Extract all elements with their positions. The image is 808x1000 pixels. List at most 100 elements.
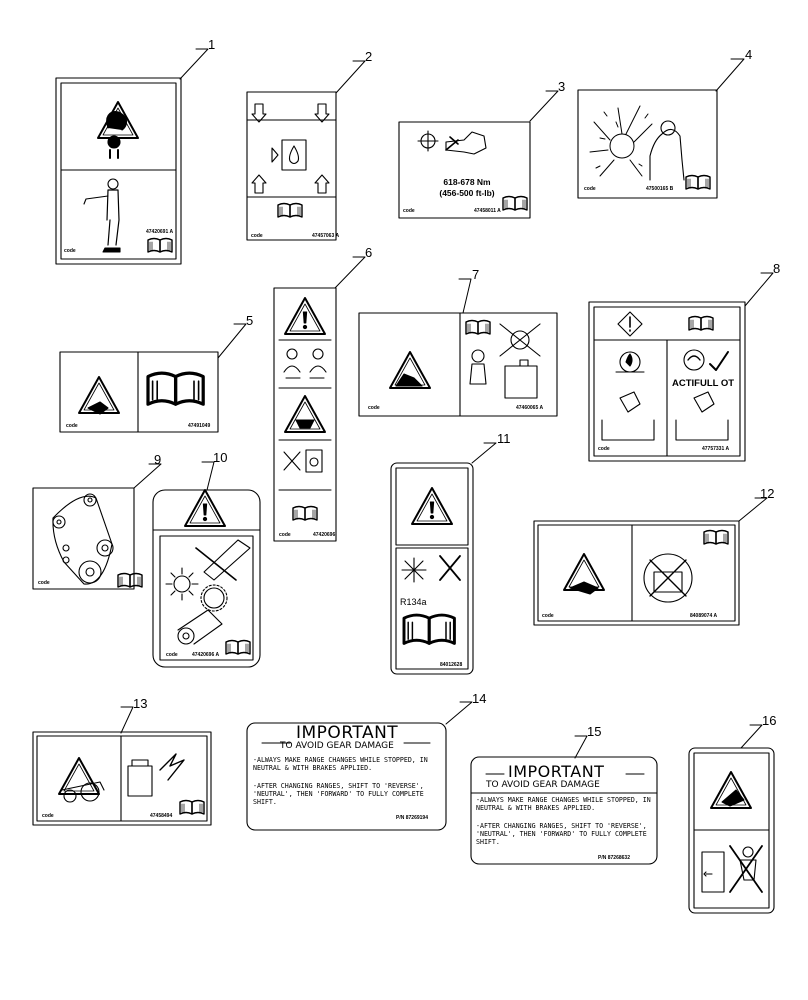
decal-15-subtitle: TO AVOID GEAR DAMAGE: [486, 780, 600, 790]
decal-9: [32, 487, 143, 590]
tractor-icon: [61, 781, 105, 803]
explosion-icon: [589, 105, 653, 177]
decal-1: [55, 77, 182, 265]
person-icon: [649, 128, 685, 181]
decal-15: [470, 756, 658, 865]
decal-14-pn: P/N 87269194: [396, 815, 428, 821]
oil-drop-icon: [288, 145, 300, 165]
decal-1-code: code: [64, 248, 76, 254]
oil-can-icon: [281, 139, 307, 171]
callout-9: 9: [154, 452, 162, 467]
hand-icon: [87, 401, 109, 415]
decal-11-part: 84012628: [440, 662, 463, 668]
decal-5-code: code: [66, 423, 78, 429]
callout-6: 6: [365, 245, 373, 260]
no-entry-icon: [701, 845, 763, 893]
decal-4: [577, 89, 718, 199]
decal-8-oil-label: ACTIFULL OT: [672, 378, 735, 389]
decal-6-part: 47420696: [313, 532, 336, 538]
oil-bath-icon: [601, 419, 655, 441]
decal-8: [588, 301, 746, 462]
decal-11: [390, 462, 474, 675]
decal-10: [152, 489, 261, 668]
decal-12-part: 84089074 A: [690, 613, 718, 619]
decal-13-part: 47458494: [150, 813, 173, 819]
callout-10: 10: [213, 450, 228, 465]
decal-15-item-1: -ALWAYS MAKE RANGE CHANGES WHILE STOPPED…: [476, 796, 651, 812]
decal-8-part: 47757331 A: [702, 446, 730, 452]
decal-4-part: 47500165 B: [646, 186, 674, 192]
callout-14: 14: [472, 691, 487, 706]
snowflake-icon: [401, 557, 427, 583]
callout-11: 11: [497, 431, 511, 446]
decal-14-title: IMPORTANT: [296, 723, 399, 743]
hand-icon: [445, 131, 487, 155]
callout-16: 16: [762, 713, 777, 728]
engine-fan-icon: [106, 111, 128, 131]
decal-13: [32, 731, 212, 826]
decal-14: [246, 722, 447, 831]
leader-lines: [120, 48, 774, 759]
callout-15: 15: [587, 724, 602, 739]
decal-8-code: code: [598, 446, 610, 452]
person-icon: [721, 789, 745, 807]
manual-book-icon: [402, 613, 456, 645]
decal-9-code: code: [38, 580, 50, 586]
person-icon: [83, 178, 121, 253]
manual-book-icon: [146, 371, 205, 406]
arrow-down-icon: [314, 103, 330, 123]
decal-2-code: code: [251, 233, 263, 239]
engine-icon: [683, 349, 705, 371]
decal-13-code: code: [42, 813, 54, 819]
decal-3-code: code: [403, 208, 415, 214]
decal-3-torque-ftlb: (456-500 ft-lb): [439, 188, 495, 198]
person-icon: [471, 349, 485, 363]
decal-3-part: 47458011 A: [474, 208, 501, 214]
arrow-up-icon: [251, 174, 267, 194]
decal-11-refrigerant: R134a: [400, 597, 427, 607]
arrow-down-icon: [251, 103, 267, 123]
operator-seat-icon: [283, 348, 327, 379]
hand-icon: [203, 539, 251, 581]
wrench-icon: [445, 136, 459, 151]
no-entry-icon: [643, 553, 693, 603]
warning-diamond-icon: [617, 311, 643, 337]
callout-1: 1: [208, 37, 216, 52]
callout-5: 5: [246, 313, 254, 328]
no-entry-icon: [283, 449, 323, 473]
decal-7: [358, 312, 558, 417]
callout-7: 7: [472, 267, 480, 282]
decal-7-part: 47460065 A: [516, 405, 544, 411]
tools-icon: [439, 555, 461, 581]
callout-13: 13: [133, 696, 148, 711]
decal-7-code: code: [368, 405, 380, 411]
decal-10-part: 47420696 A: [192, 652, 220, 658]
arrow-up-icon: [314, 174, 330, 194]
decal-5-part: 47491049: [188, 423, 211, 429]
callout-8: 8: [773, 261, 781, 276]
decal-10-code: code: [166, 652, 178, 658]
callout-12: 12: [760, 486, 775, 501]
lightning-icon: [127, 753, 185, 797]
belt-pulley-icon: [52, 493, 114, 585]
explosion-icon: [395, 373, 423, 387]
decal-12-code: code: [542, 613, 554, 619]
no-entry-icon: [499, 323, 541, 357]
explosion-icon: [569, 581, 599, 595]
callout-2: 2: [365, 49, 373, 64]
decal-6-code: code: [279, 532, 291, 538]
decal-14-item-2: -AFTER CHANGING RANGES, SHIFT TO 'REVERS…: [253, 782, 424, 806]
decal-14-subtitle: TO AVOID GEAR DAMAGE: [280, 741, 394, 751]
decal-15-pn: P/N 87268632: [598, 855, 630, 861]
decal-3: [398, 121, 531, 219]
decal-2-part: 47457063 A: [312, 233, 340, 239]
decal-4-code: code: [584, 186, 596, 192]
decal-1-part: 47420691 A: [146, 229, 174, 235]
gear-icon: [165, 567, 228, 612]
callout-3: 3: [558, 79, 566, 94]
decal-15-item-2: -AFTER CHANGING RANGES, SHIFT TO 'REVERS…: [476, 822, 647, 846]
fuel-can-icon: [504, 365, 538, 399]
callout-4: 4: [745, 47, 753, 62]
decal-12: [533, 520, 740, 626]
